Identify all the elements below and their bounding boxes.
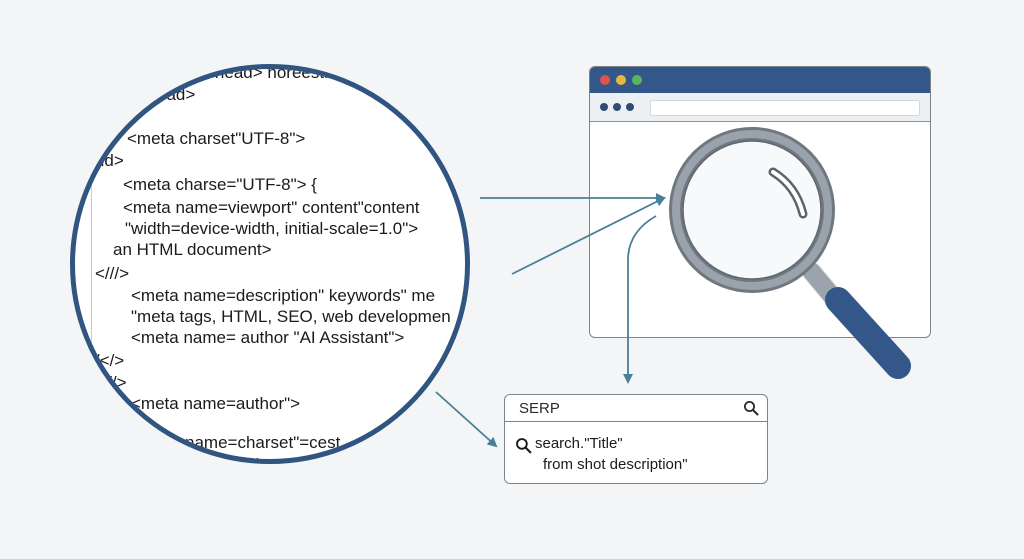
maximize-dot [632, 75, 642, 85]
nav-dot [613, 103, 621, 111]
code-lens: <head> noreestheeti ead> <meta charset"U… [70, 64, 470, 464]
nav-dot [600, 103, 608, 111]
flow-arrows [435, 193, 666, 448]
minimize-dot [616, 75, 626, 85]
code-line: "width=device-width, initial-scale=1.0"> [125, 219, 419, 238]
code-line: <H//> [85, 373, 127, 392]
serp-result-title: search."Title" [535, 435, 623, 452]
arrow-code-to-serp [435, 391, 498, 448]
browser-titlebar [590, 67, 930, 93]
code-line: <meta name=author"> [131, 394, 301, 413]
code-line: <meta http-equiv [203, 455, 330, 459]
arrow-code-to-browser [511, 197, 666, 275]
code-line: </</> [85, 351, 125, 370]
code-line: <meta name=viewport" content"content [123, 198, 420, 217]
arrow-browser-to-serp [623, 215, 657, 384]
search-icon [744, 401, 759, 416]
code-line: <meta name=description" keywords" me [131, 286, 436, 305]
code-line: <///> [95, 264, 130, 283]
code-line: ead> [157, 85, 196, 104]
code-line: <meta charse="UTF-8"> { [123, 175, 317, 194]
serp-result-description: from shot description" [543, 456, 688, 473]
code-line: <meta name= author "AI Assistant"> [131, 328, 405, 347]
nav-dot [626, 103, 634, 111]
code-line: an HTML document> [113, 240, 272, 259]
code-line: name=charset"=cest [185, 433, 341, 452]
serp-header: SERP [505, 395, 767, 422]
code-line: <hd> [85, 151, 124, 170]
browser-navbar [590, 93, 930, 122]
code-line: "meta tags, HTML, SEO, web developmen [131, 307, 451, 326]
code-line: <meta charset"UTF-8"> [127, 129, 306, 148]
address-bar [650, 100, 920, 116]
serp-box: SERP search."Title" from shot descriptio… [504, 394, 768, 484]
serp-title: SERP [519, 400, 560, 417]
search-icon [516, 438, 532, 454]
code-line: <head> noreestheeti [205, 64, 361, 82]
close-dot [600, 75, 610, 85]
magnifying-glass-icon [669, 127, 911, 379]
code-indent-guide [91, 157, 92, 407]
